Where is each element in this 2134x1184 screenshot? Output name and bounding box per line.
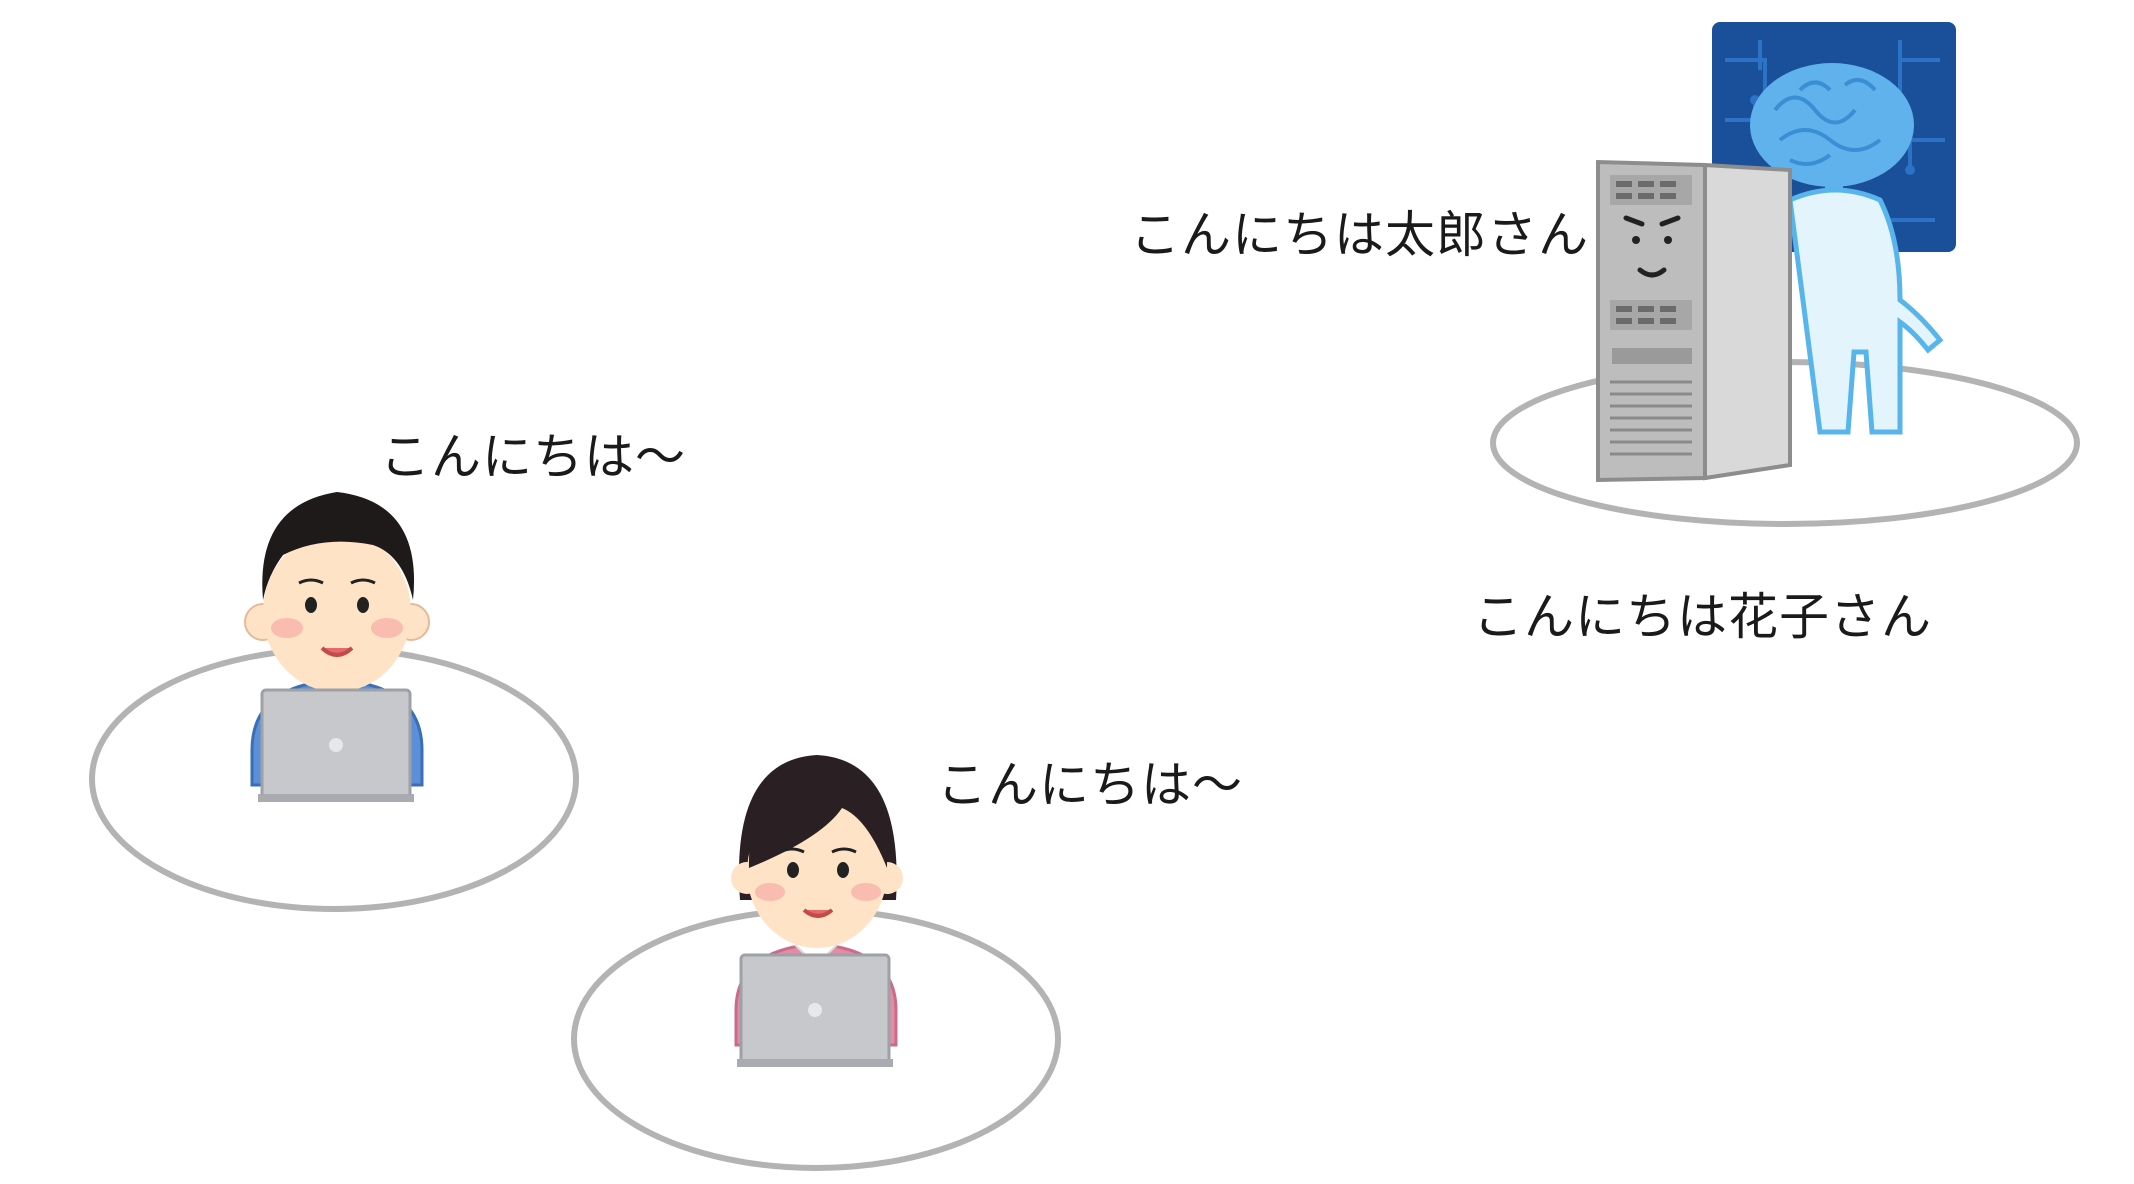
ai-body xyxy=(1787,187,1944,435)
ai-speech-to-boy: こんにちは太郎さん xyxy=(1130,206,1589,264)
boy-speech: こんにちは〜 xyxy=(380,428,686,486)
girl-figure xyxy=(571,755,1061,1171)
girl-speech: こんにちは〜 xyxy=(937,756,1243,814)
ai-speech-to-girl: こんにちは花子さん xyxy=(1473,588,1932,646)
server-face xyxy=(1623,215,1681,278)
boy-figure xyxy=(89,492,579,912)
ai-figure xyxy=(1490,22,2080,527)
server-tower-icon xyxy=(1596,159,1792,483)
boy-at-laptop-icon xyxy=(244,492,430,802)
girl-at-laptop-icon xyxy=(731,755,903,1067)
